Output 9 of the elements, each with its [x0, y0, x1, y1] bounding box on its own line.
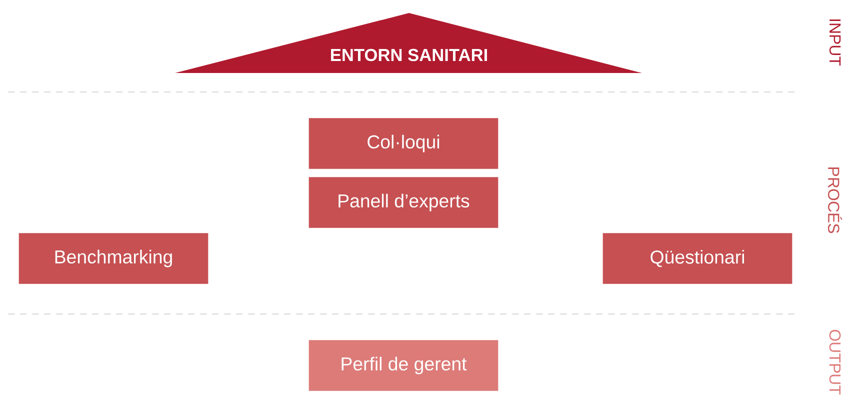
triangle-banner: ENTORN SANITARI	[175, 13, 642, 73]
stage-label: INPUT	[829, 20, 841, 66]
process-box: Benchmarking	[18, 233, 208, 284]
stage-label: OUTPUT	[829, 330, 841, 395]
process-box: Panell d’experts	[308, 177, 498, 228]
process-box: Perfil de gerent	[308, 340, 498, 391]
process-box: Col·loqui	[308, 118, 498, 169]
stage-label: PROCÉS	[828, 168, 842, 234]
process-box: Qüestionari	[602, 233, 792, 284]
